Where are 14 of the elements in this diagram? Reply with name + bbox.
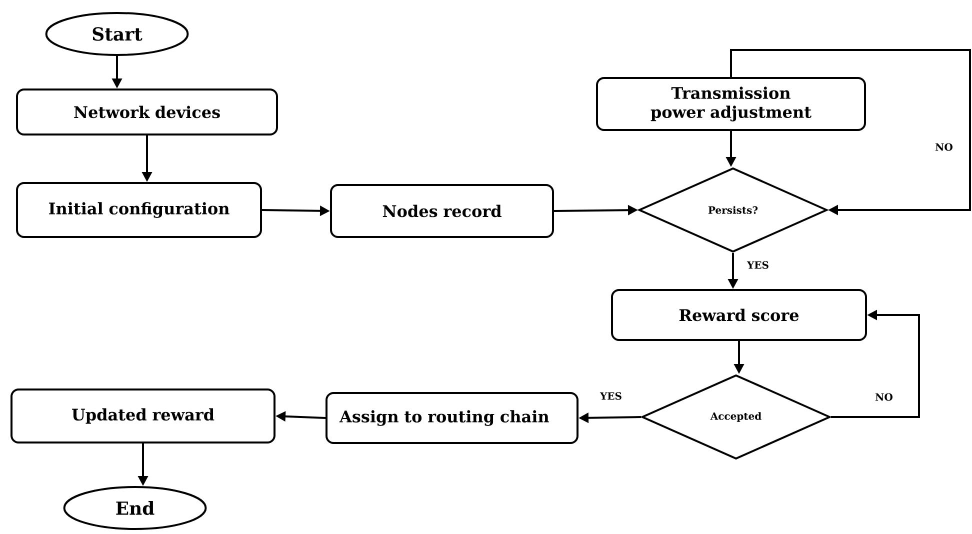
terminal-oval: End <box>63 486 207 530</box>
edge-label: NO <box>874 392 894 402</box>
process-box: Transmission power adjustment <box>596 77 866 131</box>
process-box: Nodes record <box>330 184 554 238</box>
process-box: Updated reward <box>10 388 276 444</box>
process-box: Initial configuration <box>16 182 262 238</box>
edge-label: YES <box>599 391 623 401</box>
terminal-oval: Start <box>45 12 189 56</box>
edge-label: YES <box>746 260 770 270</box>
process-box: Reward score <box>611 289 867 341</box>
process-box: Network devices <box>16 88 278 136</box>
edge-label: NO <box>934 142 954 152</box>
process-box: Assign to routing chain <box>326 392 578 444</box>
arrow <box>730 49 971 216</box>
